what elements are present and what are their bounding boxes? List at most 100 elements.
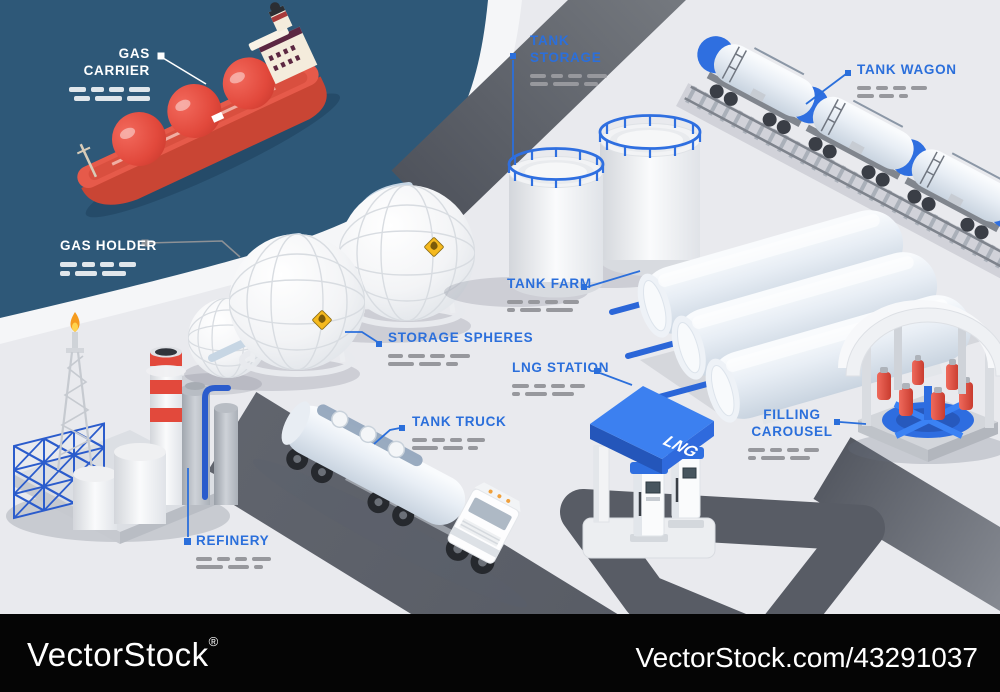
- label-text: TANK FARM: [507, 276, 592, 291]
- leader-gas-carrier: [157, 52, 207, 85]
- watermark-bar: VectorStock® VectorStock.com/43291037: [0, 614, 1000, 692]
- placeholder-dash: [551, 73, 563, 78]
- placeholder-dash: [69, 86, 86, 92]
- placeholder-dash: [507, 299, 523, 304]
- gas-dome: [112, 112, 167, 167]
- tanker-barrel: [285, 405, 466, 526]
- label-filling-carousel: FILLING CAROUSEL: [748, 407, 836, 460]
- placeholder-row: [412, 437, 507, 442]
- placeholder-row: [507, 307, 592, 312]
- placeholder-dash: [546, 307, 573, 312]
- carousel-column: [862, 346, 871, 426]
- lng-canopy: LNG: [590, 386, 714, 474]
- placeholder-dash: [893, 85, 906, 90]
- placeholder-row: [60, 261, 157, 267]
- tank-storage-illustration: [444, 114, 702, 307]
- placeholder-dash: [419, 361, 441, 366]
- registered-mark: ®: [208, 634, 219, 649]
- placeholder-dash: [74, 95, 90, 101]
- placeholder-dash: [520, 307, 541, 312]
- label-text: TANK TRUCK: [412, 414, 507, 429]
- leader-lines: [141, 52, 867, 545]
- placeholder-dash: [787, 447, 799, 452]
- placeholder-dash: [408, 353, 425, 358]
- placeholder-dash: [95, 95, 122, 101]
- placeholder-dash: [430, 353, 445, 358]
- tank-car: [805, 96, 928, 187]
- storage-cylinder: [507, 147, 605, 298]
- placeholder-row: [412, 445, 507, 450]
- watermark-brand: VectorStock®: [27, 634, 219, 674]
- label-text: CARRIER: [83, 62, 150, 78]
- placeholder-dash: [770, 447, 782, 452]
- placeholder-dash: [467, 437, 485, 442]
- storage-cylinder: [598, 114, 702, 276]
- placeholder-row: [512, 391, 609, 396]
- placeholder-row: [55, 95, 150, 101]
- placeholder-dash: [252, 556, 271, 561]
- placeholder-dash: [911, 85, 927, 90]
- placeholder-dash: [525, 391, 547, 396]
- label-text: STORAGE SPHERES: [388, 330, 534, 345]
- label-storage-spheres: STORAGE SPHERES: [388, 330, 533, 366]
- placeholder-dash: [102, 270, 126, 276]
- placeholder-lines: [388, 353, 533, 366]
- placeholder-dash: [584, 81, 598, 86]
- placeholder-row: [388, 353, 533, 358]
- placeholder-dash: [876, 85, 888, 90]
- placeholder-row: [748, 455, 836, 460]
- carousel-column: [894, 316, 902, 390]
- placeholder-dash: [91, 86, 104, 92]
- truck-cab: [445, 482, 521, 575]
- label-text: GAS HOLDER: [60, 238, 158, 253]
- fuel-dispenser: [668, 447, 704, 528]
- label-lng-station: LNG STATION: [512, 360, 609, 396]
- tank-car: [904, 149, 1000, 240]
- tank-truck-illustration: [253, 401, 528, 608]
- placeholder-dash: [254, 564, 263, 569]
- label-tank-farm: TANK FARM: [507, 276, 592, 312]
- placeholder-dash: [545, 299, 558, 304]
- placeholder-lines: [748, 447, 836, 460]
- road-truck: [199, 391, 618, 614]
- placeholder-dash: [568, 73, 582, 78]
- placeholder-row: [857, 93, 957, 98]
- label-text: FILLING: [763, 407, 821, 422]
- placeholder-dash: [443, 445, 463, 450]
- placeholder-dash: [553, 81, 579, 86]
- placeholder-lines: [412, 437, 507, 450]
- label-text: STORAGE: [530, 49, 602, 65]
- placeholder-dash: [388, 353, 403, 358]
- carousel-column: [985, 350, 994, 428]
- placeholder-row: [60, 270, 157, 276]
- label-text: CAROUSEL: [751, 423, 833, 439]
- placeholder-dash: [530, 73, 546, 78]
- placeholder-dash: [450, 437, 462, 442]
- road-rail-side: [813, 437, 1000, 611]
- placeholder-dash: [879, 93, 894, 98]
- placeholder-row: [857, 85, 957, 90]
- placeholder-dash: [60, 261, 77, 267]
- rail-ties: [685, 85, 1000, 271]
- carousel-column: [958, 318, 966, 394]
- label-tank-wagon: TANK WAGON: [857, 62, 957, 98]
- placeholder-lines: [60, 261, 157, 276]
- sea-shape: [0, 0, 488, 318]
- placeholder-dash: [748, 447, 765, 452]
- refinery-illustration: [6, 312, 238, 544]
- road-loop: [560, 489, 885, 614]
- placeholder-dash: [857, 85, 871, 90]
- placeholder-dash: [899, 93, 908, 98]
- placeholder-dash: [552, 391, 574, 396]
- placeholder-dash: [432, 437, 445, 442]
- label-gas-holder: GAS HOLDER: [60, 238, 157, 276]
- placeholder-dash: [570, 383, 585, 388]
- leader-gas-holder: [141, 239, 241, 258]
- storage-sphere: [339, 185, 475, 321]
- placeholder-dash: [804, 447, 819, 452]
- placeholder-dash: [450, 353, 470, 358]
- tank-wagon-illustration: [676, 36, 1000, 280]
- filling-carousel-illustration: [838, 300, 1000, 464]
- placeholder-dash: [528, 299, 540, 304]
- gas-bottle: [877, 355, 973, 420]
